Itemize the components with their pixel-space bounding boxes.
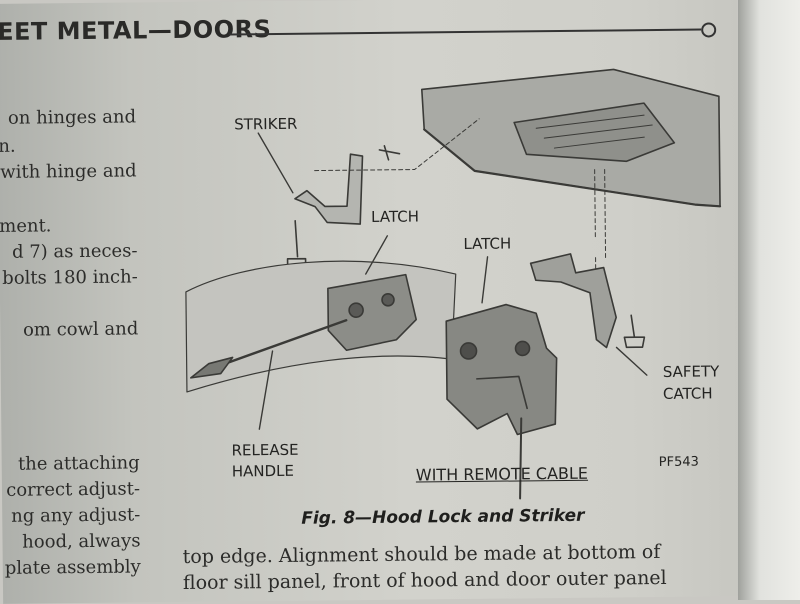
text-line: hood, always — [22, 530, 141, 553]
text-line: bolts 180 inch- — [2, 266, 138, 289]
page-edge — [738, 0, 800, 600]
text-line: on hinges and — [7, 106, 137, 129]
radiator-support — [185, 260, 457, 393]
manual-page: EET METAL—DOORS on hinges and n. with hi… — [0, 0, 744, 604]
release-handle-grip — [190, 356, 234, 379]
figure-caption: Fig. 8—Hood Lock and Striker — [301, 505, 585, 529]
text-line: the attaching — [17, 452, 140, 475]
hood-lock-illustration — [185, 68, 722, 500]
text-line: d 7) as neces- — [11, 240, 138, 263]
striker-screw — [378, 145, 401, 161]
label-remote-cable: WITH REMOTE CABLE — [415, 463, 589, 485]
remote-cable — [519, 417, 523, 500]
label-latch-left: LATCH — [371, 207, 420, 226]
left-latch — [327, 273, 418, 352]
label-latch-right: LATCH — [463, 234, 512, 254]
label-catch: CATCH — [662, 384, 713, 403]
header-rule — [229, 28, 702, 36]
text-line: correct adjust- — [6, 478, 141, 501]
text-line: plate assembly — [4, 556, 141, 579]
safety-catch-screw — [623, 314, 646, 349]
hood-panel-edge — [423, 128, 722, 208]
header-rule-end — [701, 22, 717, 38]
safety-catch — [529, 253, 617, 349]
body-text-line: top edge. Alignment should be made at bo… — [182, 540, 661, 568]
striker-bracket — [294, 153, 364, 225]
label-handle: HANDLE — [231, 461, 295, 481]
body-text-line: floor sill panel, front of hood and door… — [182, 566, 667, 594]
text-line: with hinge and — [0, 160, 137, 183]
right-latch — [445, 303, 558, 436]
label-release: RELEASE — [231, 440, 299, 460]
text-line: ng any adjust- — [11, 504, 141, 527]
figure-code: PF543 — [658, 454, 699, 470]
text-line: om cowl and — [22, 318, 139, 341]
label-safety: SAFETY — [662, 362, 720, 381]
section-title: EET METAL—DOORS — [0, 15, 272, 46]
text-line: ment. — [0, 215, 52, 237]
text-line: n. — [0, 135, 16, 157]
label-striker: STRIKER — [234, 114, 298, 134]
